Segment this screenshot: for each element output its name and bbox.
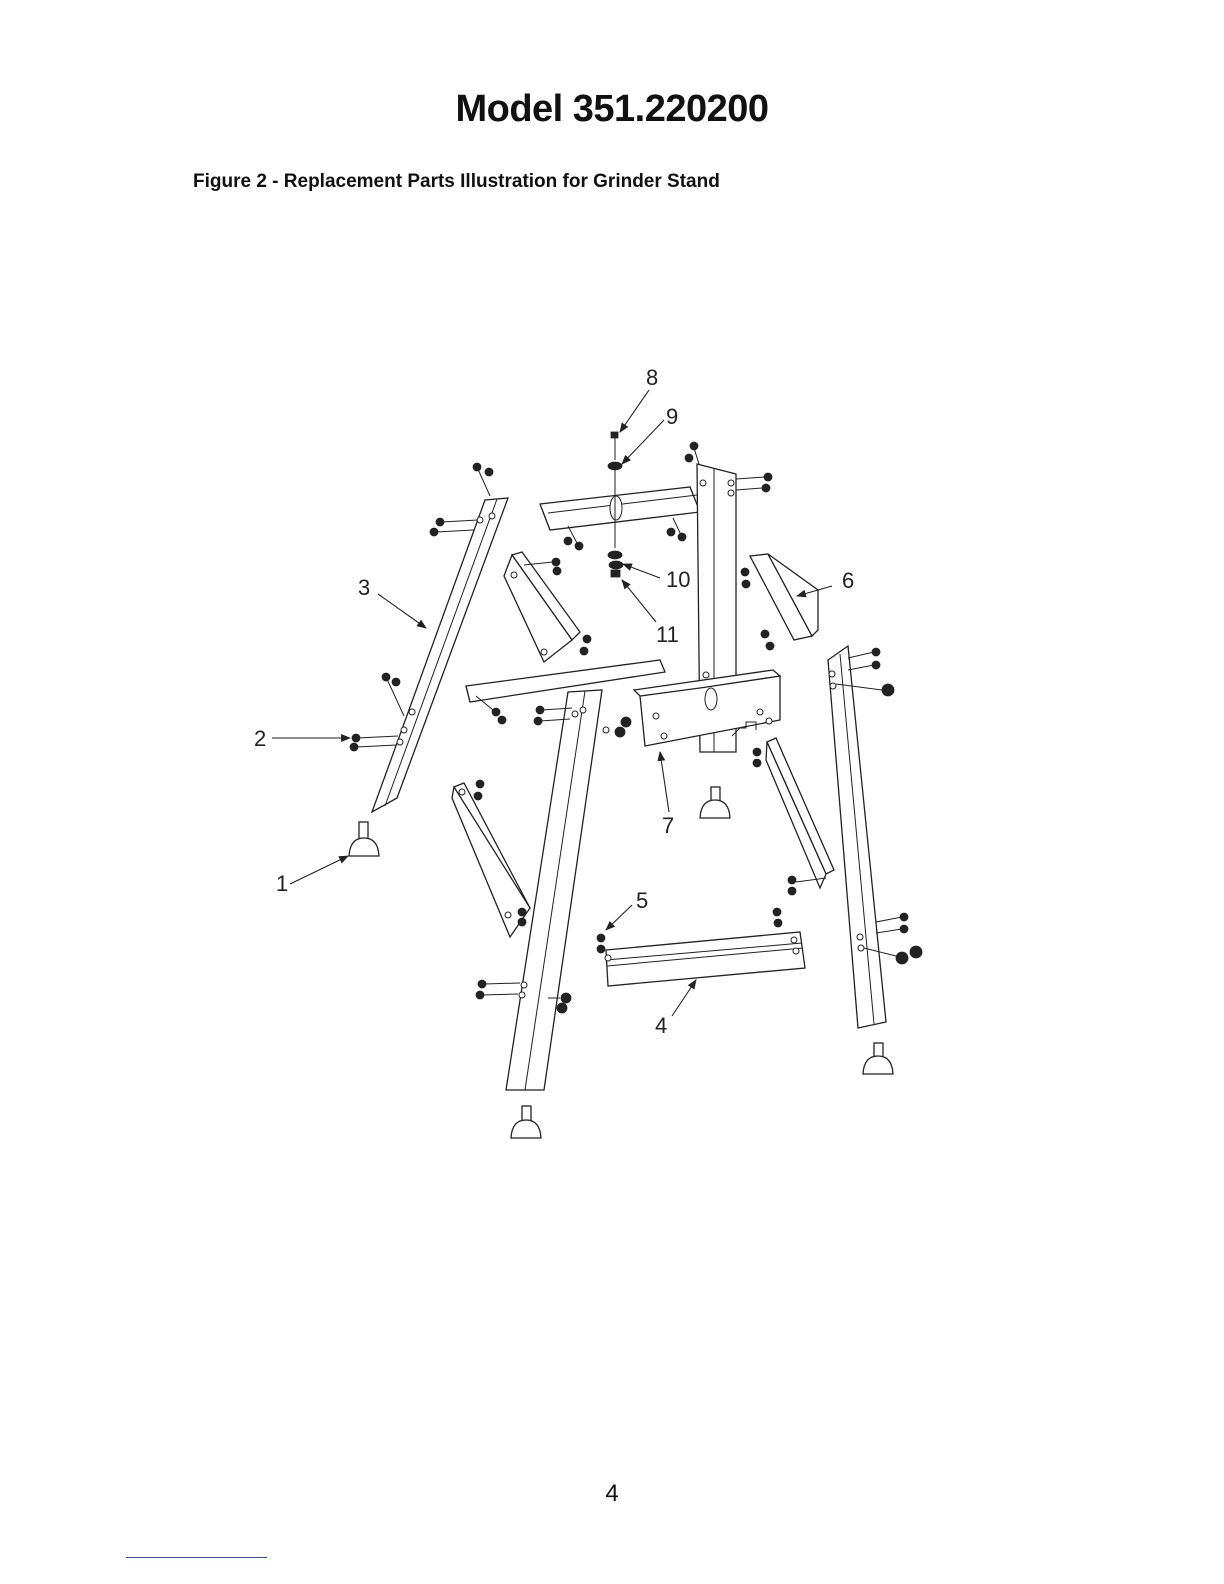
callout-3: 3 [358, 575, 370, 600]
leveling-foot-left [349, 822, 379, 856]
page-number: 4 [0, 1480, 1224, 1508]
upper-right-brace-part-6 [741, 554, 818, 650]
callout-10: 10 [666, 567, 690, 592]
callout-7: 7 [662, 813, 674, 838]
lower-right-brace [753, 738, 834, 895]
right-leg [828, 646, 922, 1028]
callout-6: 6 [842, 568, 854, 593]
left-leg-part-3 [372, 498, 508, 812]
upper-left-brace [504, 552, 591, 662]
callout-8: 8 [646, 365, 658, 390]
lower-left-brace [452, 780, 530, 937]
callout-4: 4 [655, 1013, 667, 1038]
front-bottom-brace-part-4 [597, 908, 805, 986]
footer-divider [126, 1557, 267, 1558]
callout-1: 1 [276, 871, 288, 896]
leveling-foot-right [863, 1043, 893, 1074]
center-bracket-part-7 [634, 670, 780, 746]
leveling-foot-center [700, 787, 730, 818]
callout-9: 9 [666, 404, 678, 429]
leveling-foot-front [511, 1106, 541, 1138]
callout-5: 5 [636, 888, 648, 913]
callout-11: 11 [656, 622, 679, 647]
top-brace [540, 487, 700, 550]
callout-2: 2 [254, 726, 266, 751]
